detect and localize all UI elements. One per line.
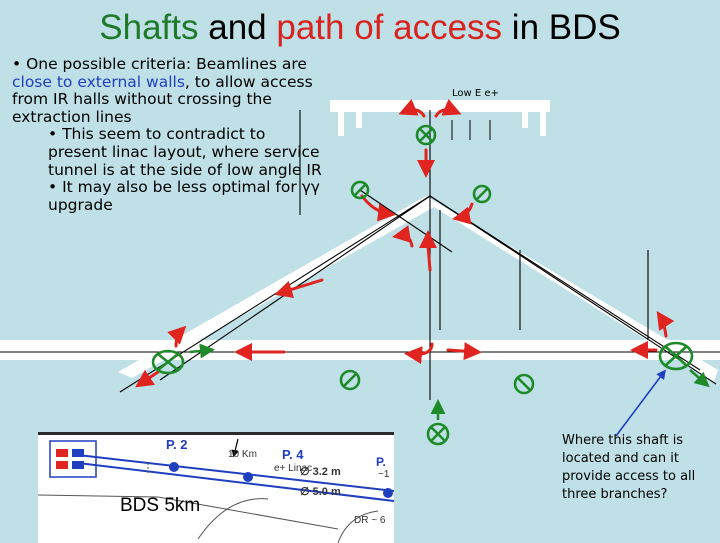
inset-p-truncated: P. [376,455,386,469]
arrow-top-left [404,110,424,116]
bullet-list: • One possible criteria: Beamlines are c… [12,56,322,214]
bullet-1-highlight: close to external walls [12,73,185,91]
hall-stub-right-1 [540,106,546,136]
bullet-3: • It may also be less optimal for γγ upg… [12,179,322,214]
shaft-top [417,126,435,144]
hall-ticks [452,120,490,140]
arrow-center-down [428,246,430,270]
arrow-mid-left-down [362,196,390,214]
inset-num-truncated: ~1 [378,469,389,480]
pointer-line [616,372,664,436]
inset-dr-truncated: DR ~ 6 [354,515,385,526]
arrow-lower-center-right [448,350,476,352]
arrow-center-left [398,236,412,246]
inset-p2: P. 2 [166,437,187,452]
arrow-mid-right [458,204,472,218]
tunnel-band-horizontal [0,340,720,360]
inset-10km: 10 Km [228,449,257,460]
shaft-lower-left [341,371,359,389]
inset-p4: P. 4 [282,447,303,462]
inset-diam-32: ∅ 3.2 m [300,465,341,478]
arrow-outer-right [660,316,666,336]
inset-bds-label: BDS 5km [120,495,200,517]
hall-stub-right-2 [522,106,528,128]
bullet-1-text: • One possible criteria: Beamlines are [12,55,307,73]
bullet-2: • This seem to contradict to present lin… [12,126,322,179]
shaft-mid-right [474,186,490,202]
arrow-top-right [436,110,456,116]
hall-stub-left-1 [338,106,344,136]
bullet-1: • One possible criteria: Beamlines are c… [12,56,322,126]
bds-layout-inset: P. 2 P. 4 10 Km e+ Linac ∅ 3.2 m ∅ 5.0 m… [38,432,394,543]
hall-stub-left-2 [356,106,362,128]
shaft-lower-right [515,375,533,393]
shaft-question-note: Where this shaft is located and can it p… [562,432,712,504]
beamline-diag-lowE [360,190,452,252]
shaft-bottom [428,424,448,444]
green-arrows [190,350,706,420]
inset-diam-50: ∅ 5.0 m [300,485,341,498]
label-low-e-plus: Low E e+ [452,88,499,99]
shaft-mid-left [352,182,368,198]
